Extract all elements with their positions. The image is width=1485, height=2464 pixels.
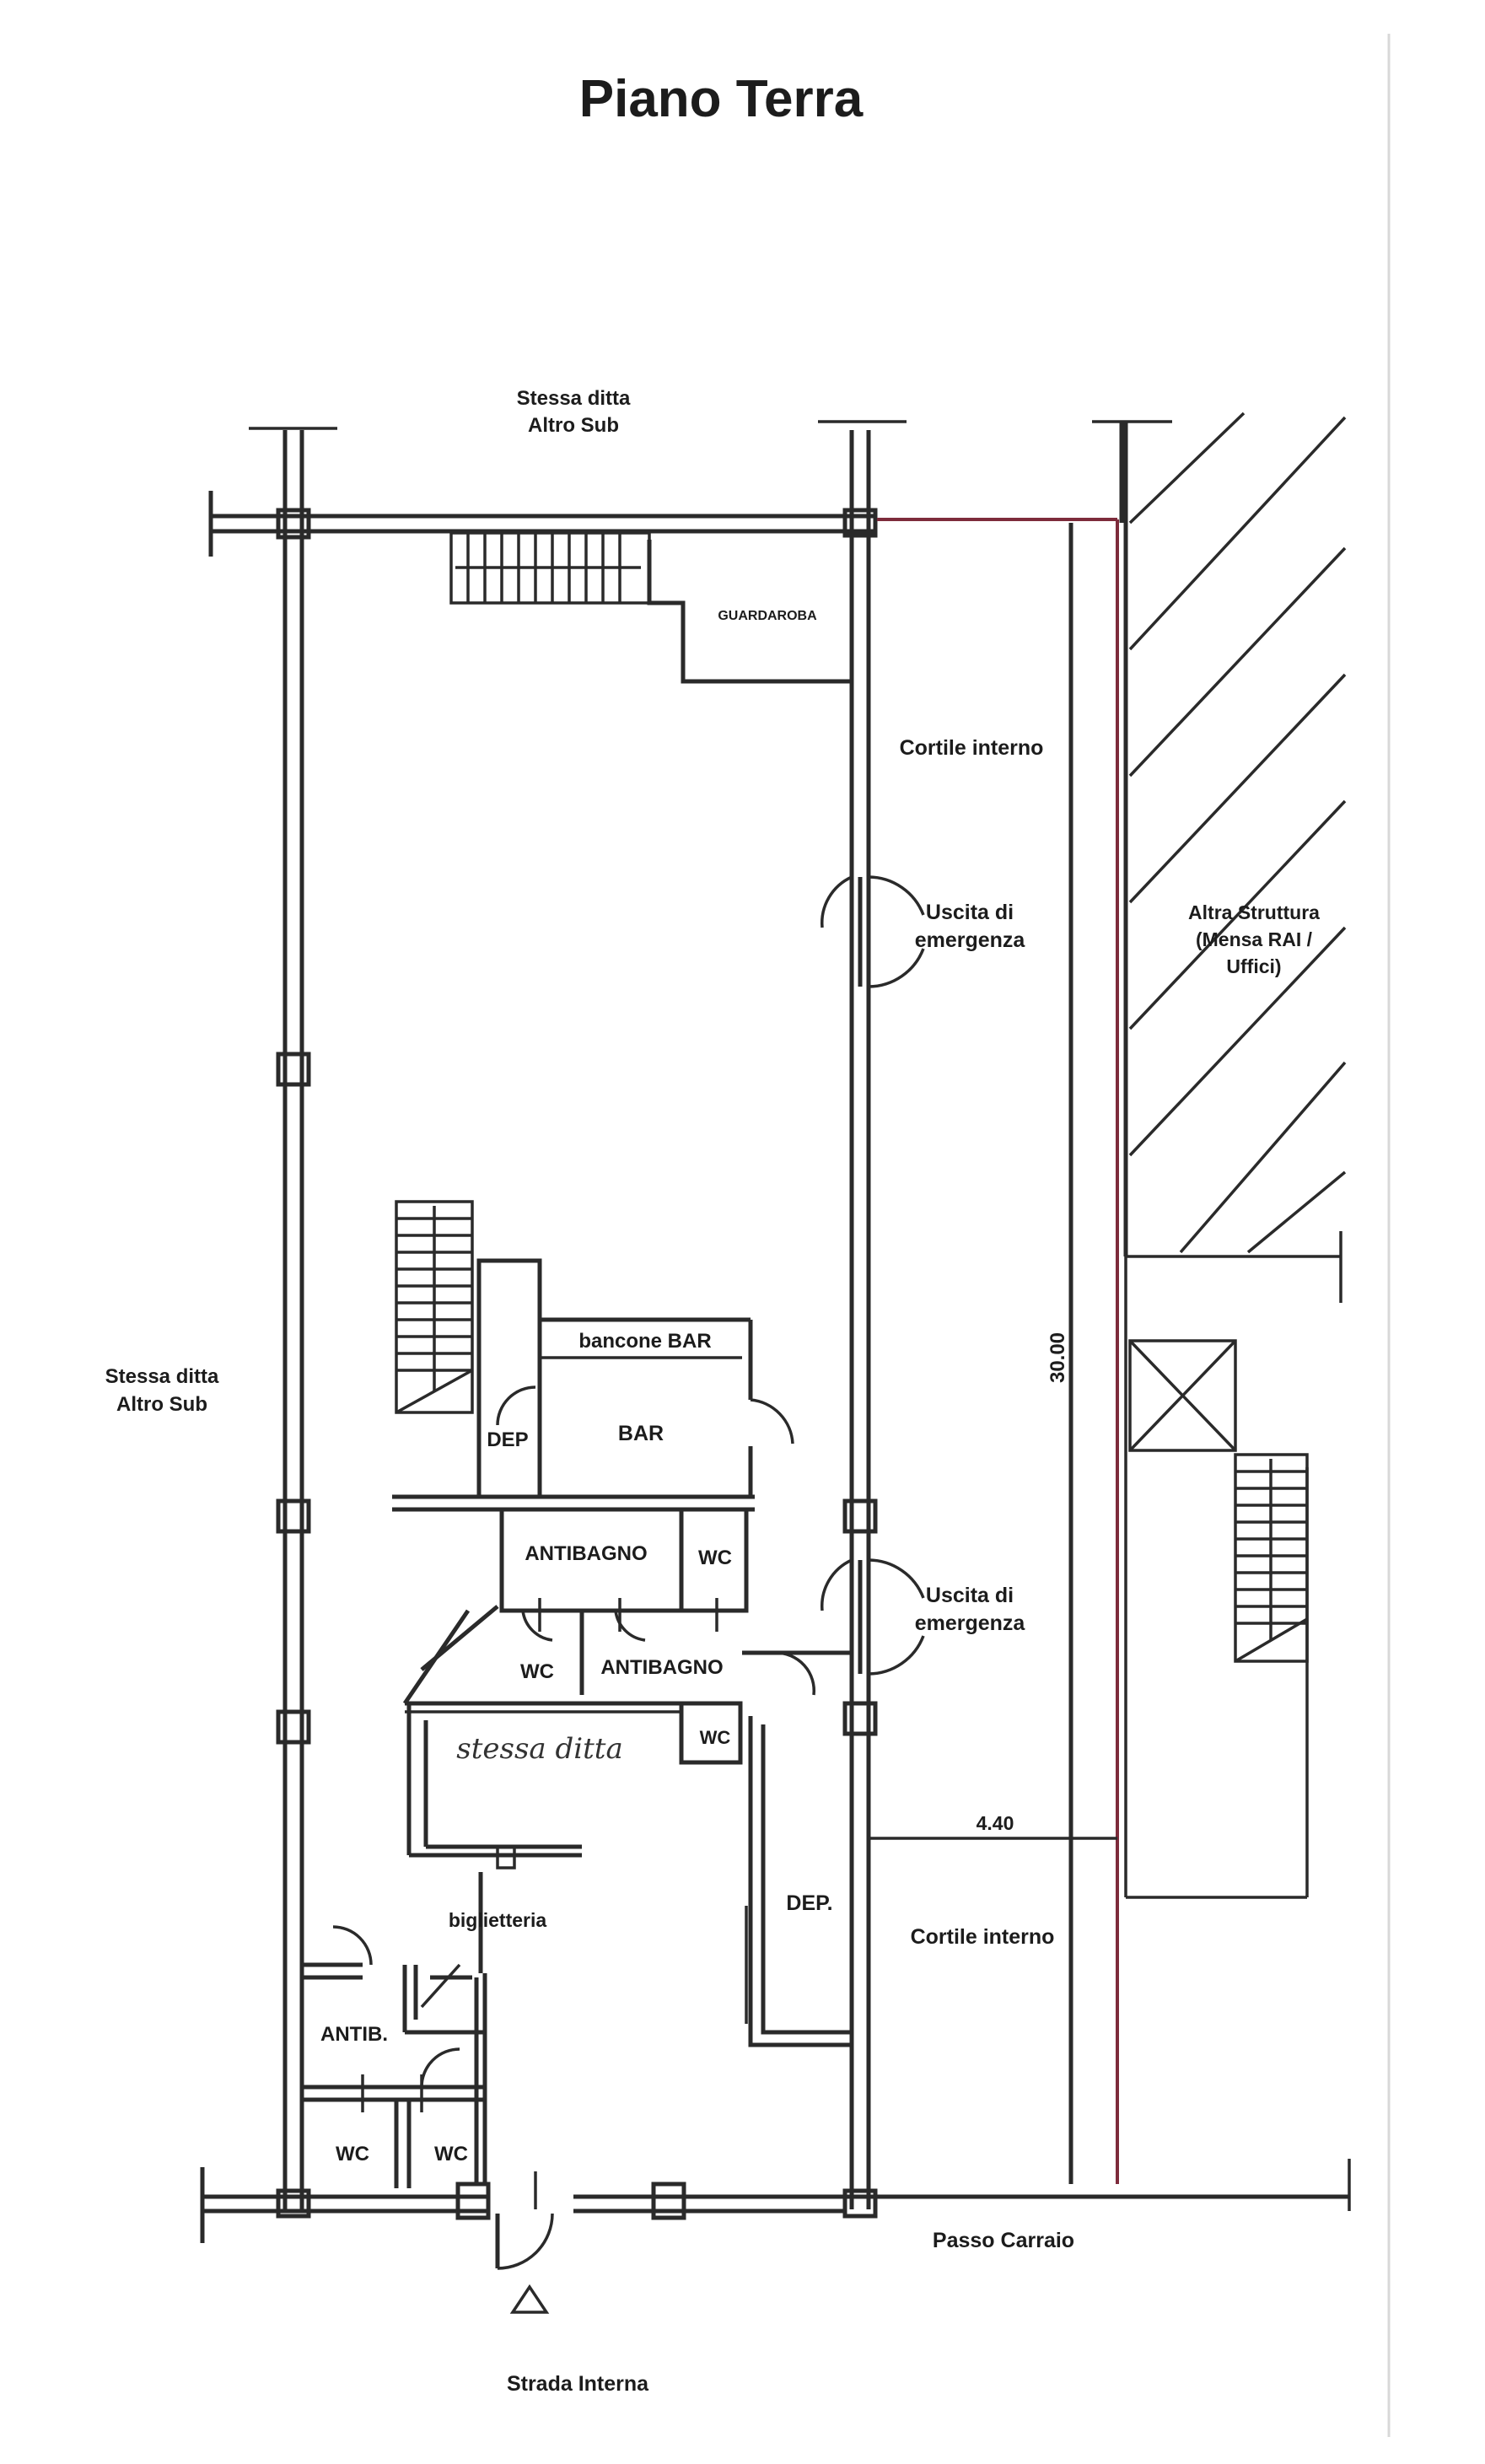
central-stair (395, 1200, 474, 1414)
label-biglietteria: biglietteria (449, 1909, 547, 1931)
bathroom-block (402, 1507, 852, 1765)
right-annex-stair (1234, 1453, 1309, 1663)
label-courtyard-top: Cortile interno (900, 736, 1044, 760)
label-other-structure-2: (Mensa RAI / (1196, 928, 1313, 950)
label-stessa-ditta: stessa ditta (456, 1732, 622, 1766)
label-left-neighbor-1: Stessa ditta (105, 1365, 219, 1388)
label-courtyard-bottom: Cortile interno (911, 1925, 1055, 1949)
entrance-marker-icon (509, 2284, 550, 2314)
lower-interior-walls (406, 1703, 582, 2184)
label-dep-bar: DEP (487, 1428, 528, 1451)
label-wc-5: WC (434, 2143, 468, 2165)
label-wc-4: WC (336, 2143, 369, 2165)
courtyard-boundary (877, 420, 1172, 2184)
label-antib: ANTIB. (320, 2023, 388, 2046)
label-antibagno-2: ANTIBAGNO (600, 1656, 723, 1679)
plan-title: Piano Terra (579, 70, 864, 128)
label-bancone: bancone BAR (578, 1330, 711, 1353)
emergency-exit-bottom-door (821, 1558, 925, 1676)
label-antibagno-1: ANTIBAGNO (525, 1542, 647, 1565)
label-wc-1: WC (698, 1547, 732, 1569)
exterior-walls (200, 420, 1351, 2243)
label-other-structure-3: Uffici) (1226, 955, 1281, 977)
label-exit-bottom-1: Uscita di (926, 1584, 1014, 1607)
main-entrance-door (495, 2171, 554, 2270)
label-passo-carraio: Passo Carraio (933, 2229, 1074, 2252)
dimension-440: 4.40 (977, 1812, 1014, 1834)
label-exit-top-2: emergenza (915, 928, 1026, 952)
label-dep-2: DEP. (786, 1891, 832, 1915)
dep-storage (745, 1716, 852, 2047)
label-exit-bottom-2: emergenza (915, 1611, 1026, 1635)
label-exit-top-1: Uscita di (926, 901, 1014, 924)
label-strada-interna: Strada Interna (507, 2372, 649, 2396)
ticket-office-block (302, 1925, 485, 2188)
label-guardaroba: GUARDAROBA (718, 609, 817, 623)
top-stair (449, 531, 651, 605)
guardaroba-room (647, 540, 852, 684)
emergency-exit-top-door (821, 875, 925, 988)
label-wc-3: WC (700, 1727, 731, 1748)
label-other-structure-1: Altra Struttura (1188, 901, 1320, 923)
label-left-neighbor-2: Altro Sub (116, 1393, 207, 1416)
dimension-30: 30.00 (1046, 1332, 1069, 1383)
label-top-neighbor-2: Altro Sub (528, 414, 619, 437)
label-top-neighbor-1: Stessa ditta (517, 387, 631, 410)
other-structure-hatch (1123, 412, 1347, 1303)
label-wc-2: WC (520, 1660, 554, 1683)
label-bar: BAR (618, 1422, 664, 1445)
